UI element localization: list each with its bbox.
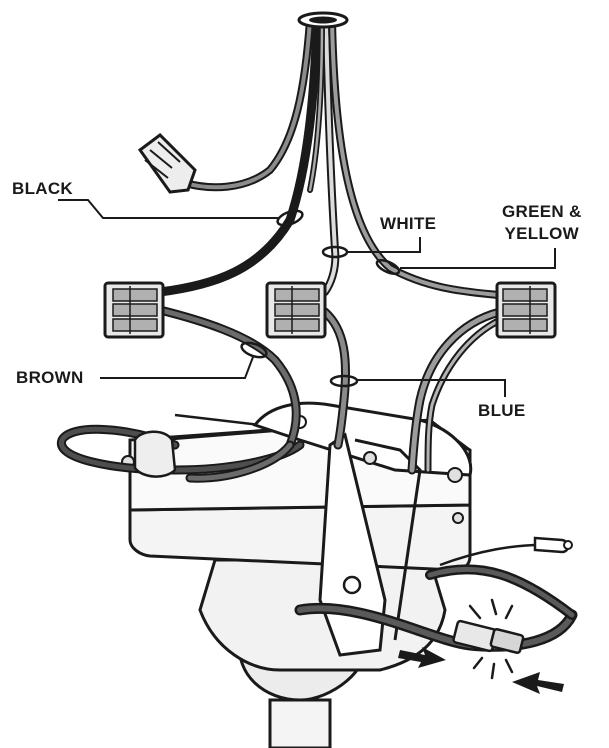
blue-leader-line	[357, 379, 506, 397]
arrow-icon	[398, 647, 564, 694]
lever-connector-middle	[265, 281, 327, 339]
green-yellow-wire-ring	[375, 258, 401, 276]
safety-cable	[57, 424, 305, 478]
ceiling-wire-bundle	[155, 11, 502, 299]
wire-nut-icon	[137, 133, 197, 194]
motor-wire-harness	[294, 536, 578, 694]
fan-wire-bundle	[155, 305, 505, 483]
label-green-yellow: GREEN & YELLOW	[502, 201, 582, 245]
plug-connector-icon	[452, 619, 525, 654]
label-black: BLACK	[12, 179, 73, 198]
white-leader-line	[347, 237, 421, 253]
lever-connector-left	[103, 281, 165, 339]
label-green-yellow-line2: YELLOW	[504, 224, 580, 243]
brown-leader-line	[100, 356, 254, 379]
click-spark-icon	[468, 598, 514, 680]
label-brown: BROWN	[16, 368, 84, 387]
label-leader-lines	[58, 199, 556, 397]
motor-housing	[198, 558, 447, 672]
junction-box	[121, 401, 473, 657]
black-leader-line	[58, 199, 278, 219]
brown-wire-ring	[240, 341, 268, 359]
label-blue: BLUE	[478, 401, 526, 420]
black-wire-ring	[276, 209, 304, 227]
label-white: WHITE	[380, 214, 437, 233]
green-yellow-leader-line	[400, 248, 556, 269]
lever-connector-right	[495, 281, 557, 339]
label-green-yellow-line1: GREEN &	[502, 202, 582, 221]
